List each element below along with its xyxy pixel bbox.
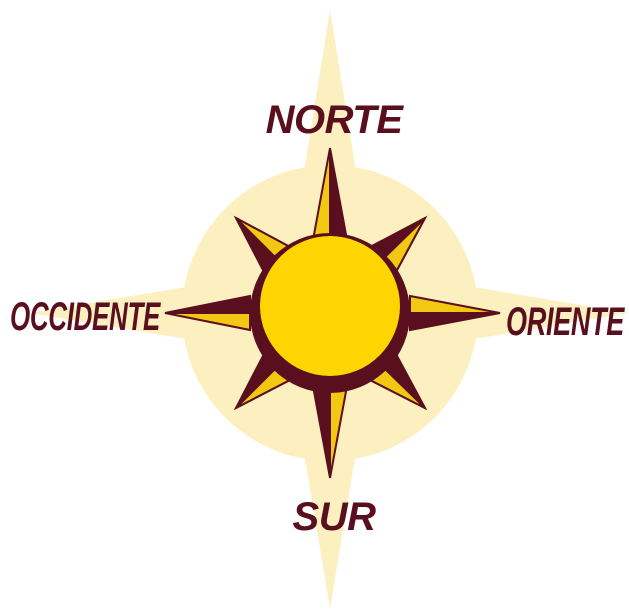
ray-east-dark — [409, 312, 501, 332]
ray-west-light — [164, 312, 251, 332]
sun-disc — [260, 236, 400, 376]
label-west: OCCIDENTE — [10, 295, 161, 339]
diagonal-rays — [233, 215, 428, 411]
label-north: NORTE — [266, 98, 405, 142]
label-south: SUR — [293, 495, 377, 539]
sun — [250, 233, 410, 393]
label-east: ORIENTE — [506, 300, 625, 344]
